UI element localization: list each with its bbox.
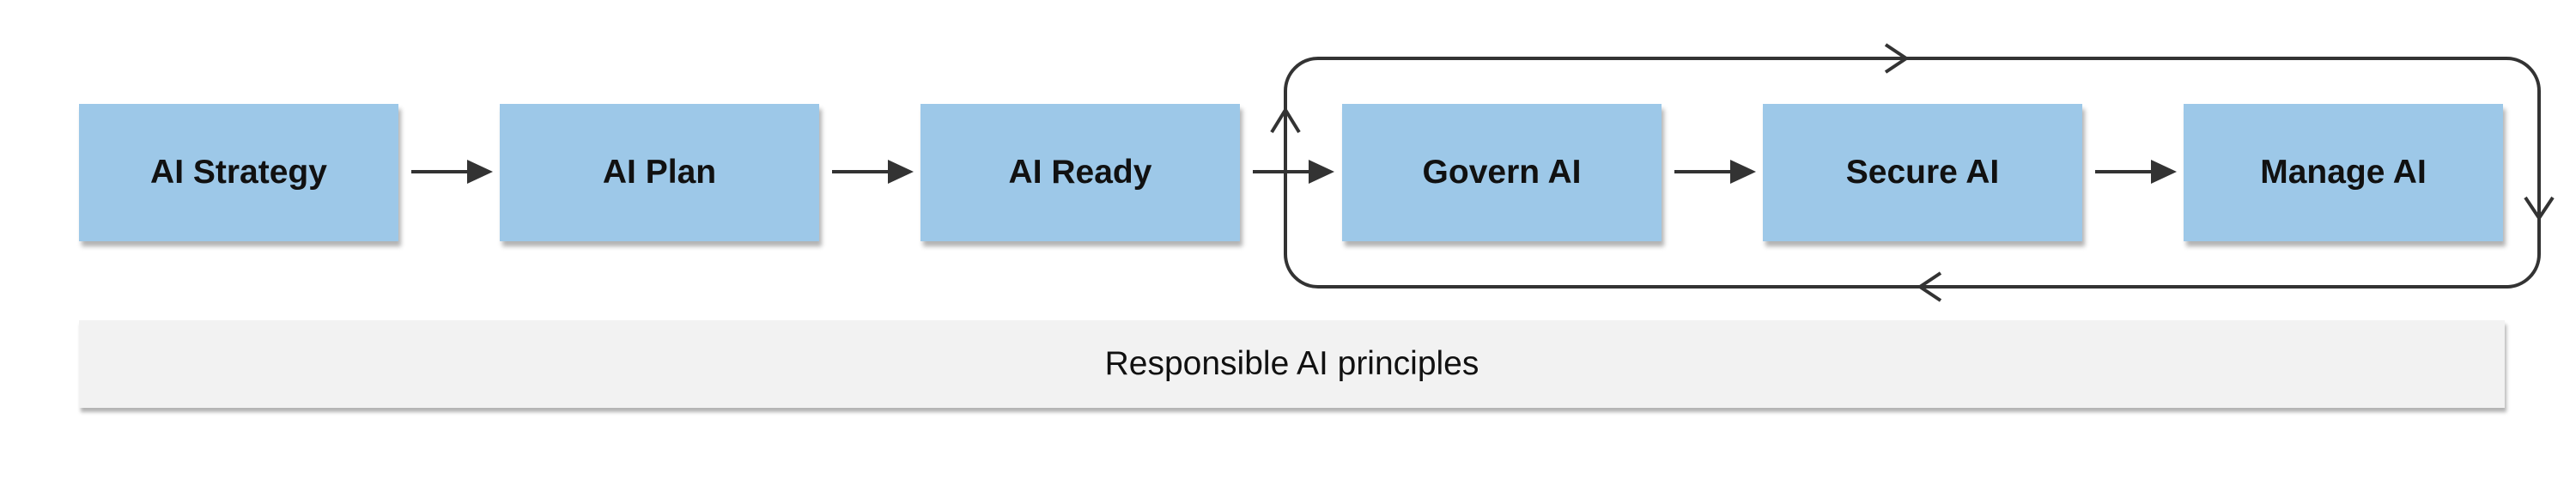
edge-govern-ai-secure-ai — [1674, 160, 1756, 184]
node-ai-strategy: AI Strategy — [79, 104, 398, 241]
cycle-arrow-right — [2524, 196, 2555, 222]
edge-ai-plan-ai-ready — [832, 160, 914, 184]
node-label: AI Strategy — [150, 154, 327, 191]
node-label: AI Ready — [1008, 154, 1152, 191]
node-label: AI Plan — [602, 154, 717, 191]
node-label: Govern AI — [1422, 154, 1582, 191]
foundation-banner: Responsible AI principles — [79, 320, 2505, 408]
node-ai-plan: AI Plan — [500, 104, 819, 241]
cycle-arrow-top — [1884, 43, 1910, 74]
cycle-arrow-bottom — [1917, 271, 1942, 302]
node-ai-ready: AI Ready — [920, 104, 1240, 241]
edge-secure-ai-manage-ai — [2095, 160, 2177, 184]
cycle-arrow-left — [1270, 106, 1301, 134]
edge-ai-strategy-ai-plan — [411, 160, 493, 184]
node-label: Manage AI — [2260, 154, 2427, 191]
node-govern-ai: Govern AI — [1342, 104, 1662, 241]
node-label: Secure AI — [1845, 154, 2000, 191]
foundation-label: Responsible AI principles — [1104, 345, 1479, 382]
edge-ai-ready-govern-ai — [1253, 160, 1334, 184]
node-secure-ai: Secure AI — [1763, 104, 2082, 241]
node-manage-ai: Manage AI — [2184, 104, 2503, 241]
